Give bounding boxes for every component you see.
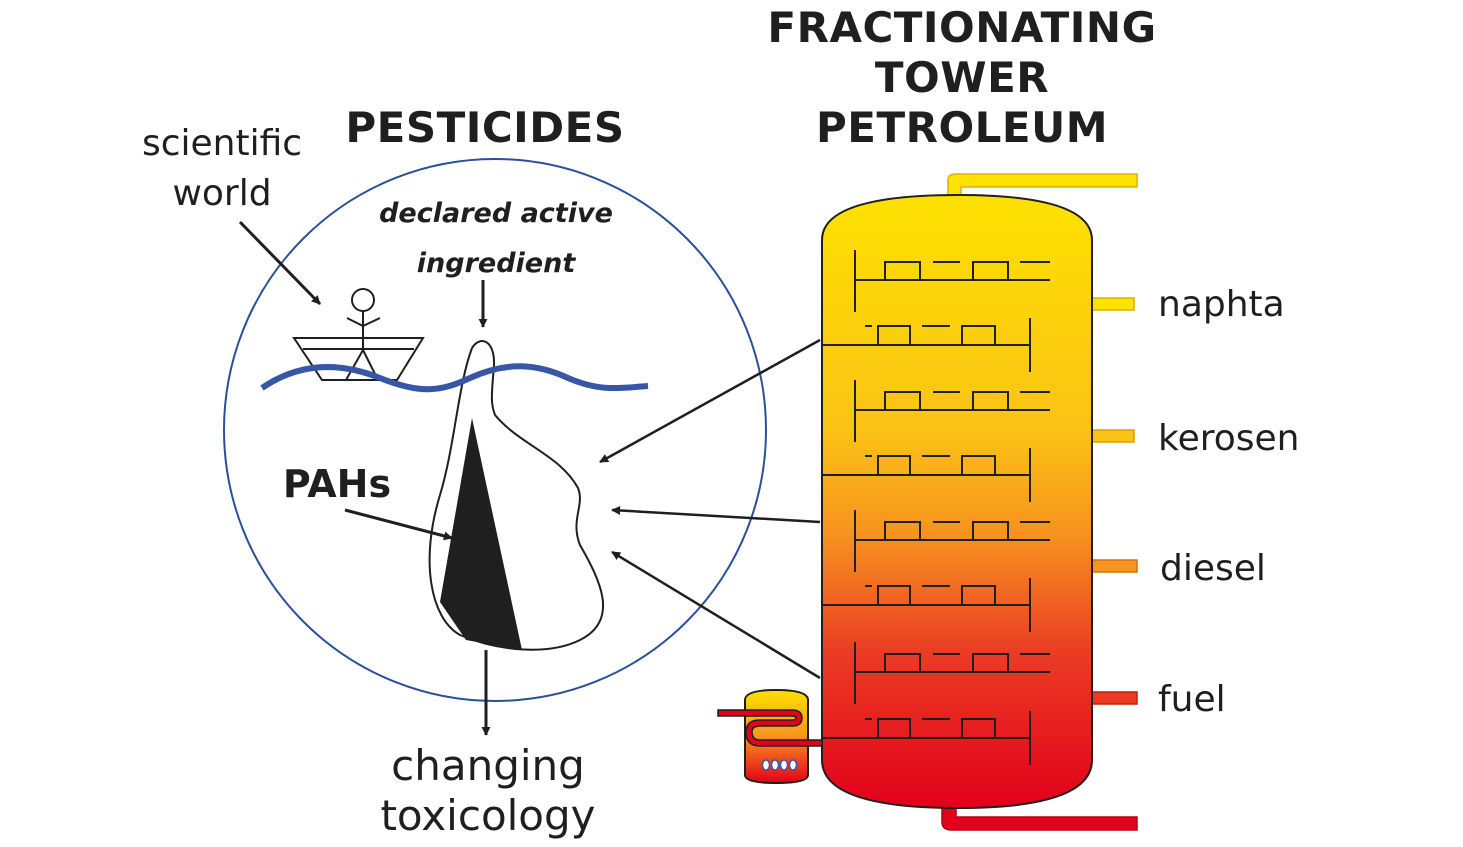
fractionating-tower — [821, 173, 1138, 831]
person-in-boat-icon — [292, 288, 425, 381]
label-world: world — [172, 173, 271, 214]
title-tower-line3: PETROLEUM — [816, 103, 1108, 152]
arrow-pahs-to-wedge — [344, 508, 453, 541]
furnace-icon — [717, 688, 823, 785]
label-changing: changing — [391, 741, 585, 790]
water-wave — [260, 363, 649, 393]
title-tower-line1: FRACTIONATING — [767, 3, 1156, 52]
output-label-fuel: fuel — [1158, 679, 1226, 720]
label-ingredient: ingredient — [417, 248, 577, 279]
arrow-tower-to-iceberg-3 — [611, 550, 821, 680]
label-pahs: PAHs — [283, 462, 391, 506]
pahs-wedge — [440, 418, 522, 650]
label-toxicology: toxicology — [380, 791, 595, 840]
arrow-scientific-to-boat — [238, 220, 322, 306]
pesticides-circle — [223, 158, 767, 702]
arrow-tower-to-iceberg-1 — [599, 338, 821, 464]
output-label-kerosen: kerosen — [1158, 418, 1299, 459]
label-scientific: scientific — [142, 123, 302, 164]
title-tower-line2: TOWER — [875, 53, 1049, 102]
title-pesticides: PESTICIDES — [345, 103, 624, 152]
label-declared-active: declared active — [379, 198, 613, 229]
arrow-tower-to-iceberg-2 — [611, 505, 821, 524]
output-label-naphta: naphta — [1158, 284, 1285, 325]
output-label-diesel: diesel — [1160, 548, 1266, 589]
